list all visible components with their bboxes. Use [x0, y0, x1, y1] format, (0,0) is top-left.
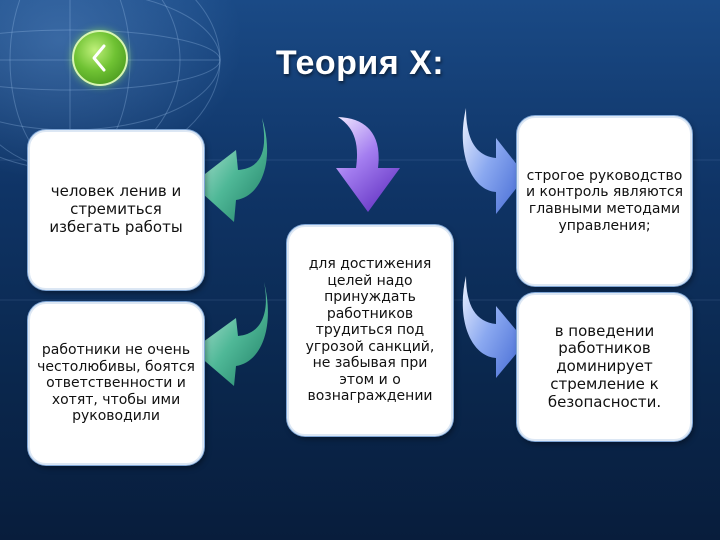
box-security-seeking: в поведении работников доминирует стремл… [517, 293, 692, 441]
arrow-to-security [462, 276, 526, 378]
arrow-to-unambitious [192, 282, 268, 386]
arrow-to-lazy [192, 118, 268, 222]
box-strict-control: строгое руководство и контроль являются … [517, 116, 692, 286]
box-coercion: для достижения целей надо принуждать раб… [287, 225, 453, 436]
box-coercion-text: для достижения целей надо принуждать раб… [305, 256, 435, 405]
box-lazy-text: человек ленив и стремиться избегать рабо… [49, 182, 183, 236]
arrow-to-control [462, 108, 526, 214]
box-control-text: строгое руководство и контроль являются … [525, 167, 684, 234]
box-security-text: в поведении работников доминирует стремл… [547, 321, 662, 411]
arrow-to-center [336, 117, 400, 212]
box-lazy-worker: человек ленив и стремиться избегать рабо… [28, 130, 204, 290]
back-button[interactable] [72, 30, 128, 86]
slide-title: Теория Х: [275, 44, 445, 82]
box-unambitious-text: работники не очень честолюбивы, боятся о… [37, 342, 195, 425]
chevron-left-icon [92, 44, 106, 72]
box-unambitious-workers: работники не очень честолюбивы, боятся о… [28, 302, 204, 465]
